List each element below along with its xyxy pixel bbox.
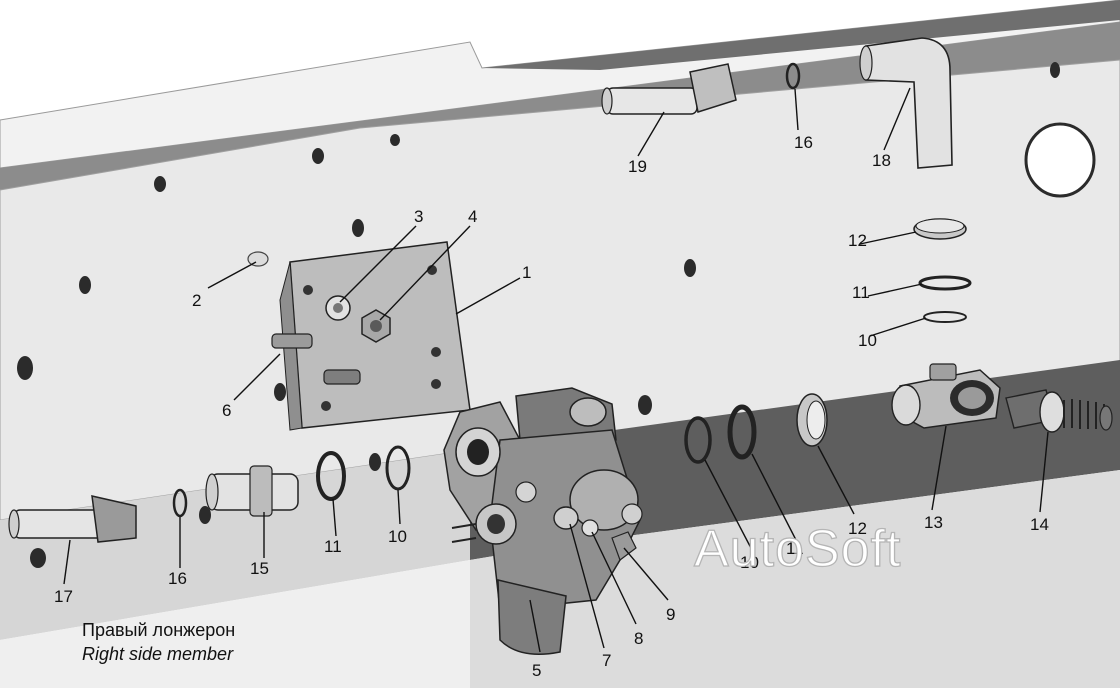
frame-holes [17, 62, 1060, 568]
callout-9: 9 [666, 605, 675, 624]
callout-8: 8 [634, 629, 643, 648]
callout-labels: 1 2 3 4 5 6 7 8 9 10 10 10 10 11 11 11 1… [54, 133, 1049, 680]
large-frame-hole [1024, 122, 1096, 198]
elbow-fitting [859, 37, 953, 169]
watermark: AutoSoft [694, 520, 901, 578]
callout-10-left: 10 [388, 527, 407, 546]
callout-1: 1 [522, 263, 531, 282]
callout-10-right: 10 [740, 553, 759, 572]
callout-12-top: 12 [848, 231, 867, 250]
callout-3: 3 [414, 207, 423, 226]
callout-11-right: 11 [786, 539, 804, 558]
caption-english: Right side member [82, 644, 234, 664]
threaded-connector [1005, 389, 1113, 433]
adapter-sleeve [205, 465, 299, 517]
seal-ring-left [316, 451, 346, 501]
washer [325, 295, 351, 321]
callout-13: 13 [924, 513, 943, 532]
seal-ring-right-11 [727, 404, 757, 460]
callout-16-left: 16 [168, 569, 187, 588]
valve-port-plug [553, 506, 637, 561]
callout-6: 6 [222, 401, 231, 420]
callout-2: 2 [192, 291, 201, 310]
bolt [271, 333, 361, 385]
callout-12-right: 12 [848, 519, 867, 538]
valve-body [443, 387, 643, 655]
gasket-left [385, 445, 411, 491]
leader-lines [63, 87, 1049, 653]
callout-11-left: 11 [324, 537, 342, 556]
callout-14: 14 [1030, 515, 1049, 534]
callout-17: 17 [54, 587, 73, 606]
o-ring-upper [785, 62, 801, 90]
callout-18: 18 [872, 151, 891, 170]
callout-7: 7 [602, 651, 611, 670]
seal-ring-right-10 [684, 416, 712, 464]
caption-russian: Правый лонжерон [82, 620, 236, 640]
tee-fitting [891, 363, 1001, 429]
ring-stack-upper [913, 218, 972, 323]
callout-11-top: 11 [852, 283, 870, 302]
o-ring-left [172, 488, 188, 518]
pin [247, 251, 269, 267]
callout-19: 19 [628, 157, 647, 176]
callout-10-top: 10 [858, 331, 877, 350]
callout-4: 4 [468, 207, 477, 226]
union-fitting [601, 63, 737, 115]
nut [361, 309, 391, 343]
callout-5: 5 [532, 661, 541, 680]
bushing [796, 393, 828, 447]
callout-15: 15 [250, 559, 269, 578]
callout-16-top: 16 [794, 133, 813, 152]
pipe-fitting [8, 495, 137, 543]
